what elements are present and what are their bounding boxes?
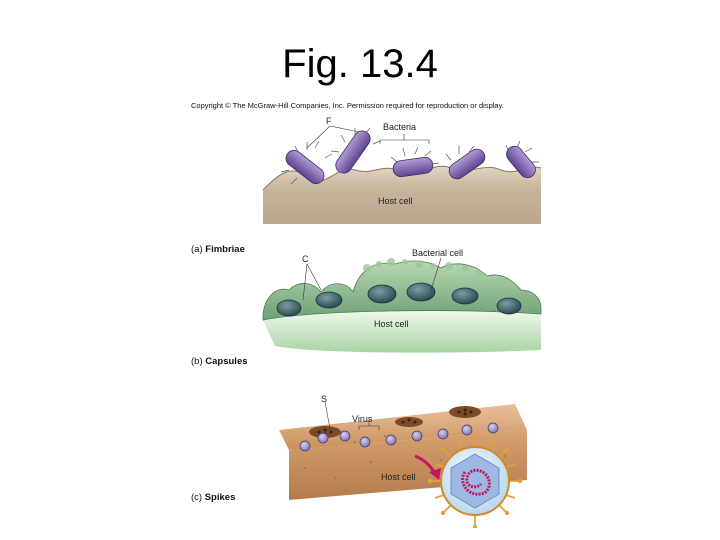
virus-particle bbox=[317, 432, 329, 444]
panel-c-caption: (c) Spikes bbox=[191, 492, 235, 503]
panel-b-caption: (b) Capsules bbox=[191, 356, 248, 367]
panel-b-bacterial-cell-label: Bacterial cell bbox=[412, 248, 464, 258]
virus-particle bbox=[411, 430, 423, 442]
copyright-notice: Copyright © The McGraw-Hill Companies, I… bbox=[191, 101, 504, 110]
virus-particle bbox=[437, 428, 449, 440]
host-cell-membrane bbox=[263, 308, 541, 353]
panel-b-capsules-illustration bbox=[262, 257, 542, 353]
surface-pits bbox=[309, 406, 481, 438]
bacterial-cell bbox=[276, 299, 302, 317]
panel-a-fimbriae-illustration bbox=[262, 125, 542, 224]
virus-particle bbox=[299, 440, 311, 452]
bacterial-cell bbox=[406, 282, 436, 302]
bacterial-cell bbox=[451, 287, 479, 305]
bacterial-cells-group bbox=[276, 282, 522, 317]
panel-a-caption-name: Fimbriae bbox=[205, 244, 245, 255]
bacterium bbox=[392, 156, 434, 178]
bacteria-group bbox=[285, 130, 536, 185]
bacterium bbox=[506, 145, 536, 179]
bacterium bbox=[285, 149, 325, 185]
bacterial-cell bbox=[315, 291, 343, 309]
enlarged-virus bbox=[427, 432, 523, 528]
virus-particle bbox=[339, 430, 351, 442]
panel-b-marker: C bbox=[302, 254, 309, 264]
surface-viruses bbox=[299, 422, 499, 452]
panel-a-caption-prefix: (a) bbox=[191, 244, 203, 255]
panel-c-virus-label: Virus bbox=[352, 414, 373, 424]
panel-b-caption-name: Capsules bbox=[205, 356, 248, 367]
panel-c-caption-prefix: (c) bbox=[191, 492, 203, 503]
slide-title: Fig. 13.4 bbox=[282, 42, 438, 86]
panel-c-caption-name: Spikes bbox=[204, 492, 236, 503]
bacterium bbox=[448, 148, 486, 180]
virus-particle bbox=[359, 436, 371, 448]
panel-b-caption-prefix: (b) bbox=[191, 356, 203, 367]
panel-b-host-cell-label: Host cell bbox=[374, 319, 409, 329]
panel-a-caption: (a) Fimbriae bbox=[191, 244, 245, 255]
virus-particle bbox=[487, 422, 499, 434]
panel-a-host-cell-label: Host cell bbox=[378, 196, 413, 206]
panel-a-bacteria-label: Bacteria bbox=[383, 122, 417, 132]
bacterial-cell bbox=[496, 297, 522, 315]
panel-c-marker: S bbox=[321, 394, 328, 404]
panel-a-marker: F bbox=[326, 116, 332, 126]
panel-c-spikes-illustration bbox=[279, 401, 527, 528]
bacterium bbox=[335, 130, 371, 174]
panel-c-host-cell-label: Host cell bbox=[381, 472, 416, 482]
virus-particle bbox=[461, 424, 473, 436]
bacterial-cell bbox=[367, 284, 397, 304]
virus-particle bbox=[385, 434, 397, 446]
